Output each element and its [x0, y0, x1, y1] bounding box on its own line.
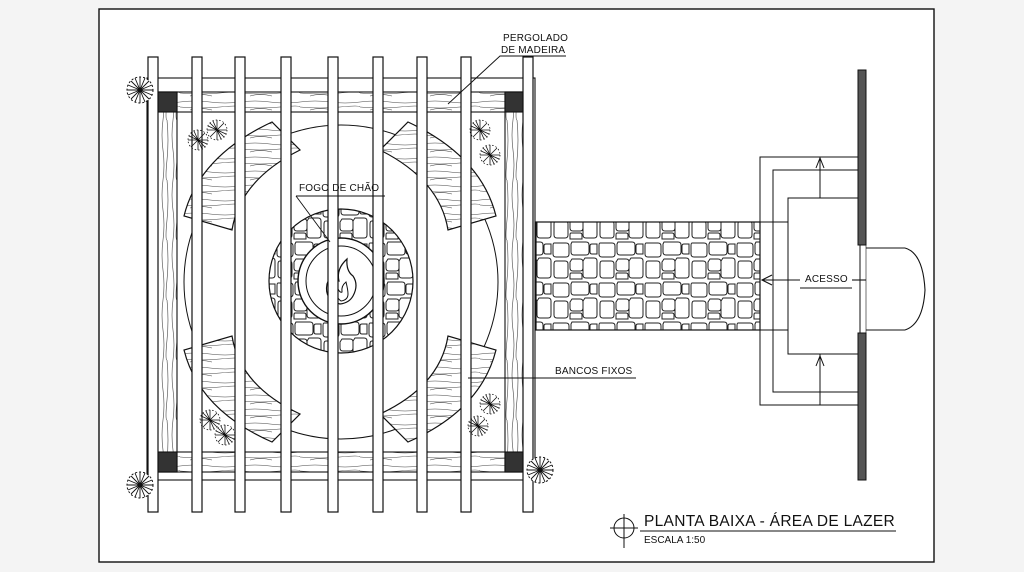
- pergola-label-line2: DE MADEIRA: [501, 45, 566, 56]
- benches-label: BANCOS FIXOS: [555, 366, 633, 377]
- seating-circle: [183, 124, 499, 440]
- wall-upper: [857, 69, 867, 246]
- wall-lower: [857, 332, 867, 481]
- access-arrow: [760, 274, 866, 286]
- title-symbol: [610, 514, 896, 548]
- pergola-slats: [147, 56, 534, 513]
- drawing-scale: ESCALA 1:50: [644, 535, 706, 546]
- fire-pit-label: FOGO DE CHÃO: [299, 183, 380, 194]
- leader-lines: [295, 55, 852, 379]
- stone-path: [535, 221, 761, 331]
- access-landing: [759, 156, 861, 406]
- pergola-label-line1: PERGOLADO: [503, 33, 569, 44]
- access-label: ACESSO: [805, 274, 848, 285]
- drawing-title: PLANTA BAIXA - ÁREA DE LAZER: [644, 513, 896, 530]
- door-swing: [866, 247, 926, 331]
